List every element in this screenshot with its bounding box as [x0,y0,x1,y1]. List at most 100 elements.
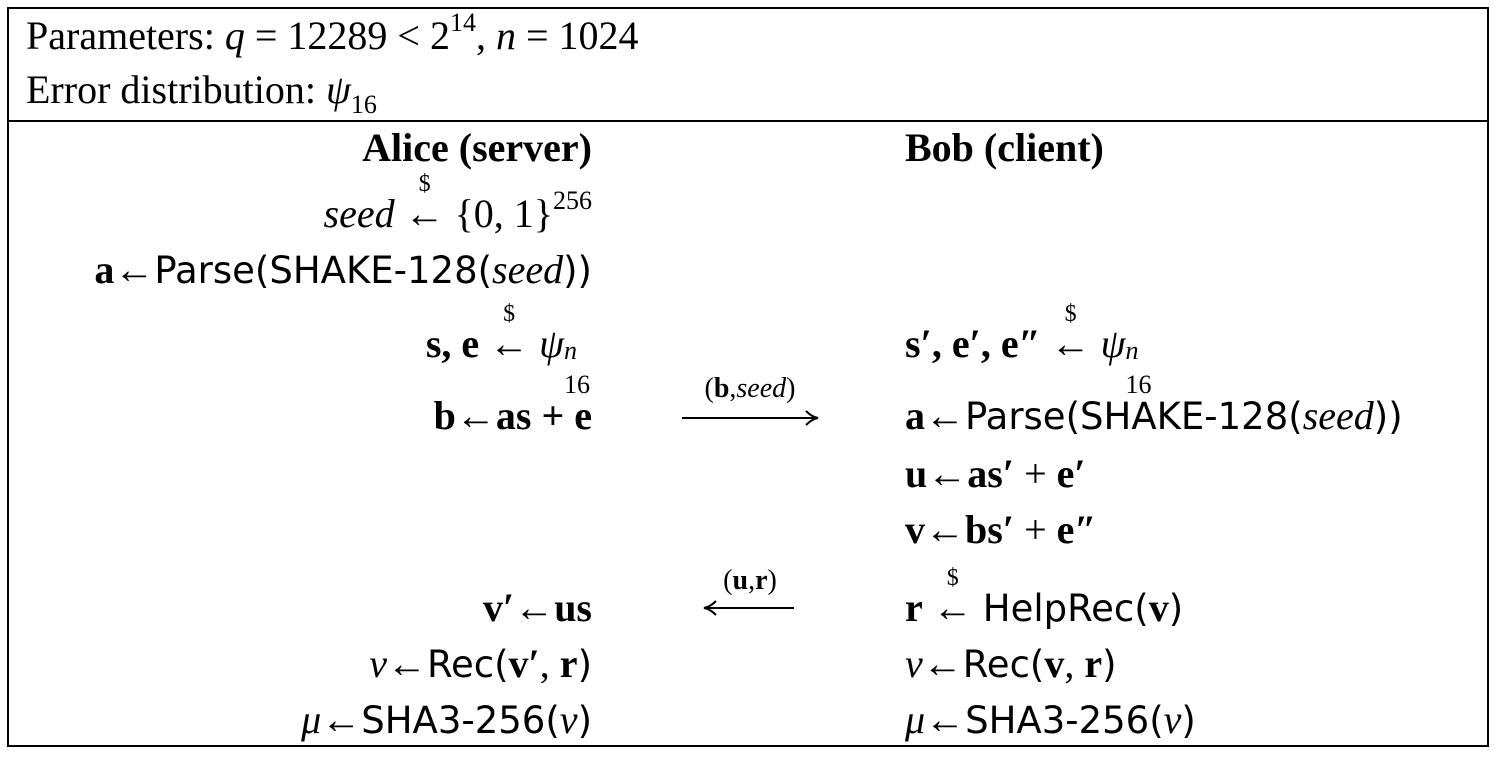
s-e-secrets: s, e [425,321,480,366]
psi-sup: n [564,336,577,365]
sha-arg: ν [559,697,578,742]
bob-title: Bob (client) [905,122,1104,174]
plus-sign: + [1024,507,1047,552]
e-prime: e′ [1056,451,1086,496]
mu-symbol: μ [905,697,926,742]
random-sample-arrow: $← [489,302,530,370]
error-distribution-line: Error distribution: ψ16 [26,64,377,119]
n-var: n [495,13,516,58]
msg-b: b [713,373,730,404]
psi-symbol: ψ [325,67,351,112]
helprec-function: HelpRec( [982,587,1149,630]
comma: , [1064,641,1075,686]
nu-symbol: ν [905,641,923,686]
assign-arrow: ← [321,697,362,742]
rec-arg-v-prime: v′ [508,641,540,686]
sha-arg: ν [1163,697,1182,742]
assign-arrow: ← [514,585,555,630]
parameters-line: Parameters: q = 12289 < 214, n = 1024 [26,10,639,62]
v-prime-symbol: v′ [482,585,515,630]
a-symbol: a [94,247,115,292]
q-base: 2 [429,13,450,58]
assign-arrow: ← [927,451,968,496]
a-symbol: a [905,393,925,438]
q-eq: = 12289 < [254,13,420,58]
plus-sign: + [1024,451,1047,496]
bit-set-exp: 256 [553,186,592,215]
arrow-to-alice [703,600,794,616]
parse-function: Parse(SHAKE-128( [154,249,493,292]
msg-r: r [755,565,768,596]
psi-sub: 16 [350,90,377,119]
sha-close: ) [1181,699,1196,742]
psi-sup: n [1125,336,1139,365]
psi-sub: 16 [564,370,590,399]
alice-rec-line: ν←Rec(v′, r) [20,638,592,691]
error-label: Error distribution: [26,67,316,112]
message-to-alice-label: (u,r) [723,565,777,596]
sha-function: SHA3-256( [361,699,560,742]
as-prime: as′ [967,451,1015,496]
assign-arrow: ← [455,393,496,438]
bs-prime: bs′ [965,507,1015,552]
rec-arg-r: r [1084,641,1103,686]
n-eq: = 1024 [525,13,639,58]
msg-seed: seed [736,373,787,404]
parse-close: )) [1373,395,1403,438]
comma: , [539,641,550,686]
left-arrow: ← [1050,321,1091,366]
alice-sha-line: μ←SHA3-256(ν) [20,694,592,747]
psi-sub: 16 [1125,370,1152,399]
alice-title: Alice (server) [20,122,592,174]
q-exp: 14 [449,8,476,37]
psi-symbol: ψ [539,321,564,366]
random-sample-arrow: $← [405,172,445,240]
assign-arrow: ← [925,697,966,742]
dollar-sign: $ [1064,301,1077,327]
helprec-arg: v [1148,585,1169,630]
bob-secrets: s′, e′, e″ [905,321,1041,366]
assign-arrow: ← [386,641,427,686]
b-symbol: b [433,393,456,438]
assign-arrow: ← [922,641,963,686]
bob-r-line: r $← HelpRec(v) [905,566,1184,635]
rec-function: Rec( [426,643,509,686]
parameters-label: Parameters: [26,13,215,58]
alice-vprime-line: v′←us [20,582,592,634]
protocol-frame [7,7,1489,747]
bob-parse-line: a←Parse(SHAKE-128(seed)) [905,390,1403,443]
q-var: q [224,13,245,58]
bob-v-line: v←bs′ + e″ [905,504,1096,556]
header-divider [7,120,1489,122]
psi-symbol: ψ [1100,321,1126,366]
arrow-to-bob [682,410,819,426]
message-to-bob-label: (b,seed) [704,373,796,404]
seed-word: seed [323,191,395,236]
alice-title-text: Alice (server) [362,125,592,170]
us-product: us [554,585,592,630]
rec-arg-v: v [1044,641,1065,686]
as-plus-e: as + e [495,393,592,438]
u-symbol: u [905,451,928,496]
sha-close: ) [577,699,592,742]
assign-arrow: ← [925,507,965,552]
nu-symbol: ν [369,641,387,686]
alice-seed-line: seed $← {0, 1}256 [20,172,592,240]
seed-arg: seed [1302,393,1374,438]
dollar-sign: $ [946,565,959,591]
helprec-close: ) [1168,587,1184,630]
alice-b-line: b←as + e [20,390,592,442]
left-arrow: ← [489,321,530,366]
bob-title-text: Bob (client) [905,125,1104,170]
bob-u-line: u←as′ + e′ [905,448,1086,500]
msg-u: u [732,565,749,596]
assign-arrow: ← [114,247,155,292]
rec-close: ) [1102,643,1117,686]
left-arrow: ← [932,585,973,630]
bob-sha-line: μ←SHA3-256(ν) [905,694,1196,747]
assign-arrow: ← [925,393,965,438]
parse-function: Parse(SHAKE-128( [965,395,1303,438]
bob-rec-line: ν←Rec(v, r) [905,638,1117,691]
